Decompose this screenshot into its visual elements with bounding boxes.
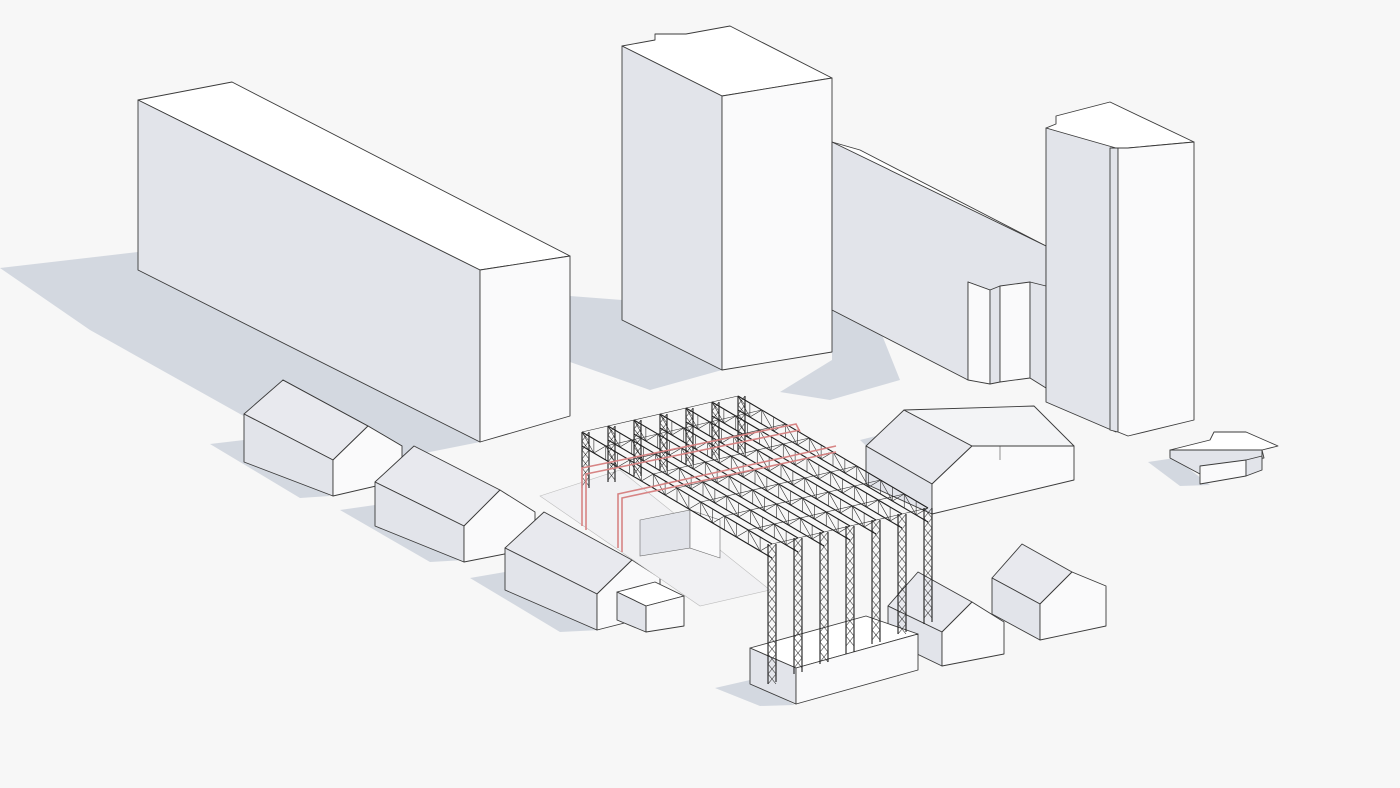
truss-column-front-6: [897, 513, 907, 635]
truss-column-back-7: [737, 395, 746, 452]
truss-column-front-3: [819, 531, 829, 664]
tower-right: [1045, 101, 1195, 437]
steel-truss-pavilion: [539, 395, 933, 685]
slab-building-left: [137, 81, 571, 443]
small-building-cluster-right: [1169, 431, 1279, 485]
gabled-house-small-b: [991, 543, 1107, 641]
truss-column-back-3: [633, 419, 642, 476]
truss-column-front-4: [845, 525, 855, 654]
slab-building-right: [831, 141, 1047, 389]
truss-column-front-7: [923, 507, 933, 624]
gabled-house-east: [865, 405, 1075, 515]
truss-column-back-4: [659, 413, 668, 470]
truss-column-back-5: [685, 407, 694, 464]
truss-column-back-6: [711, 401, 720, 458]
tower-center: [621, 25, 833, 371]
truss-column-front-5: [871, 519, 881, 644]
truss-column-back-2: [607, 425, 616, 482]
low-box-building: [749, 615, 919, 705]
highlight-frame: [581, 423, 837, 552]
truss-column-front-1: [767, 543, 777, 685]
truss-column-front-2: [793, 537, 803, 674]
gabled-house-3: [504, 511, 685, 633]
